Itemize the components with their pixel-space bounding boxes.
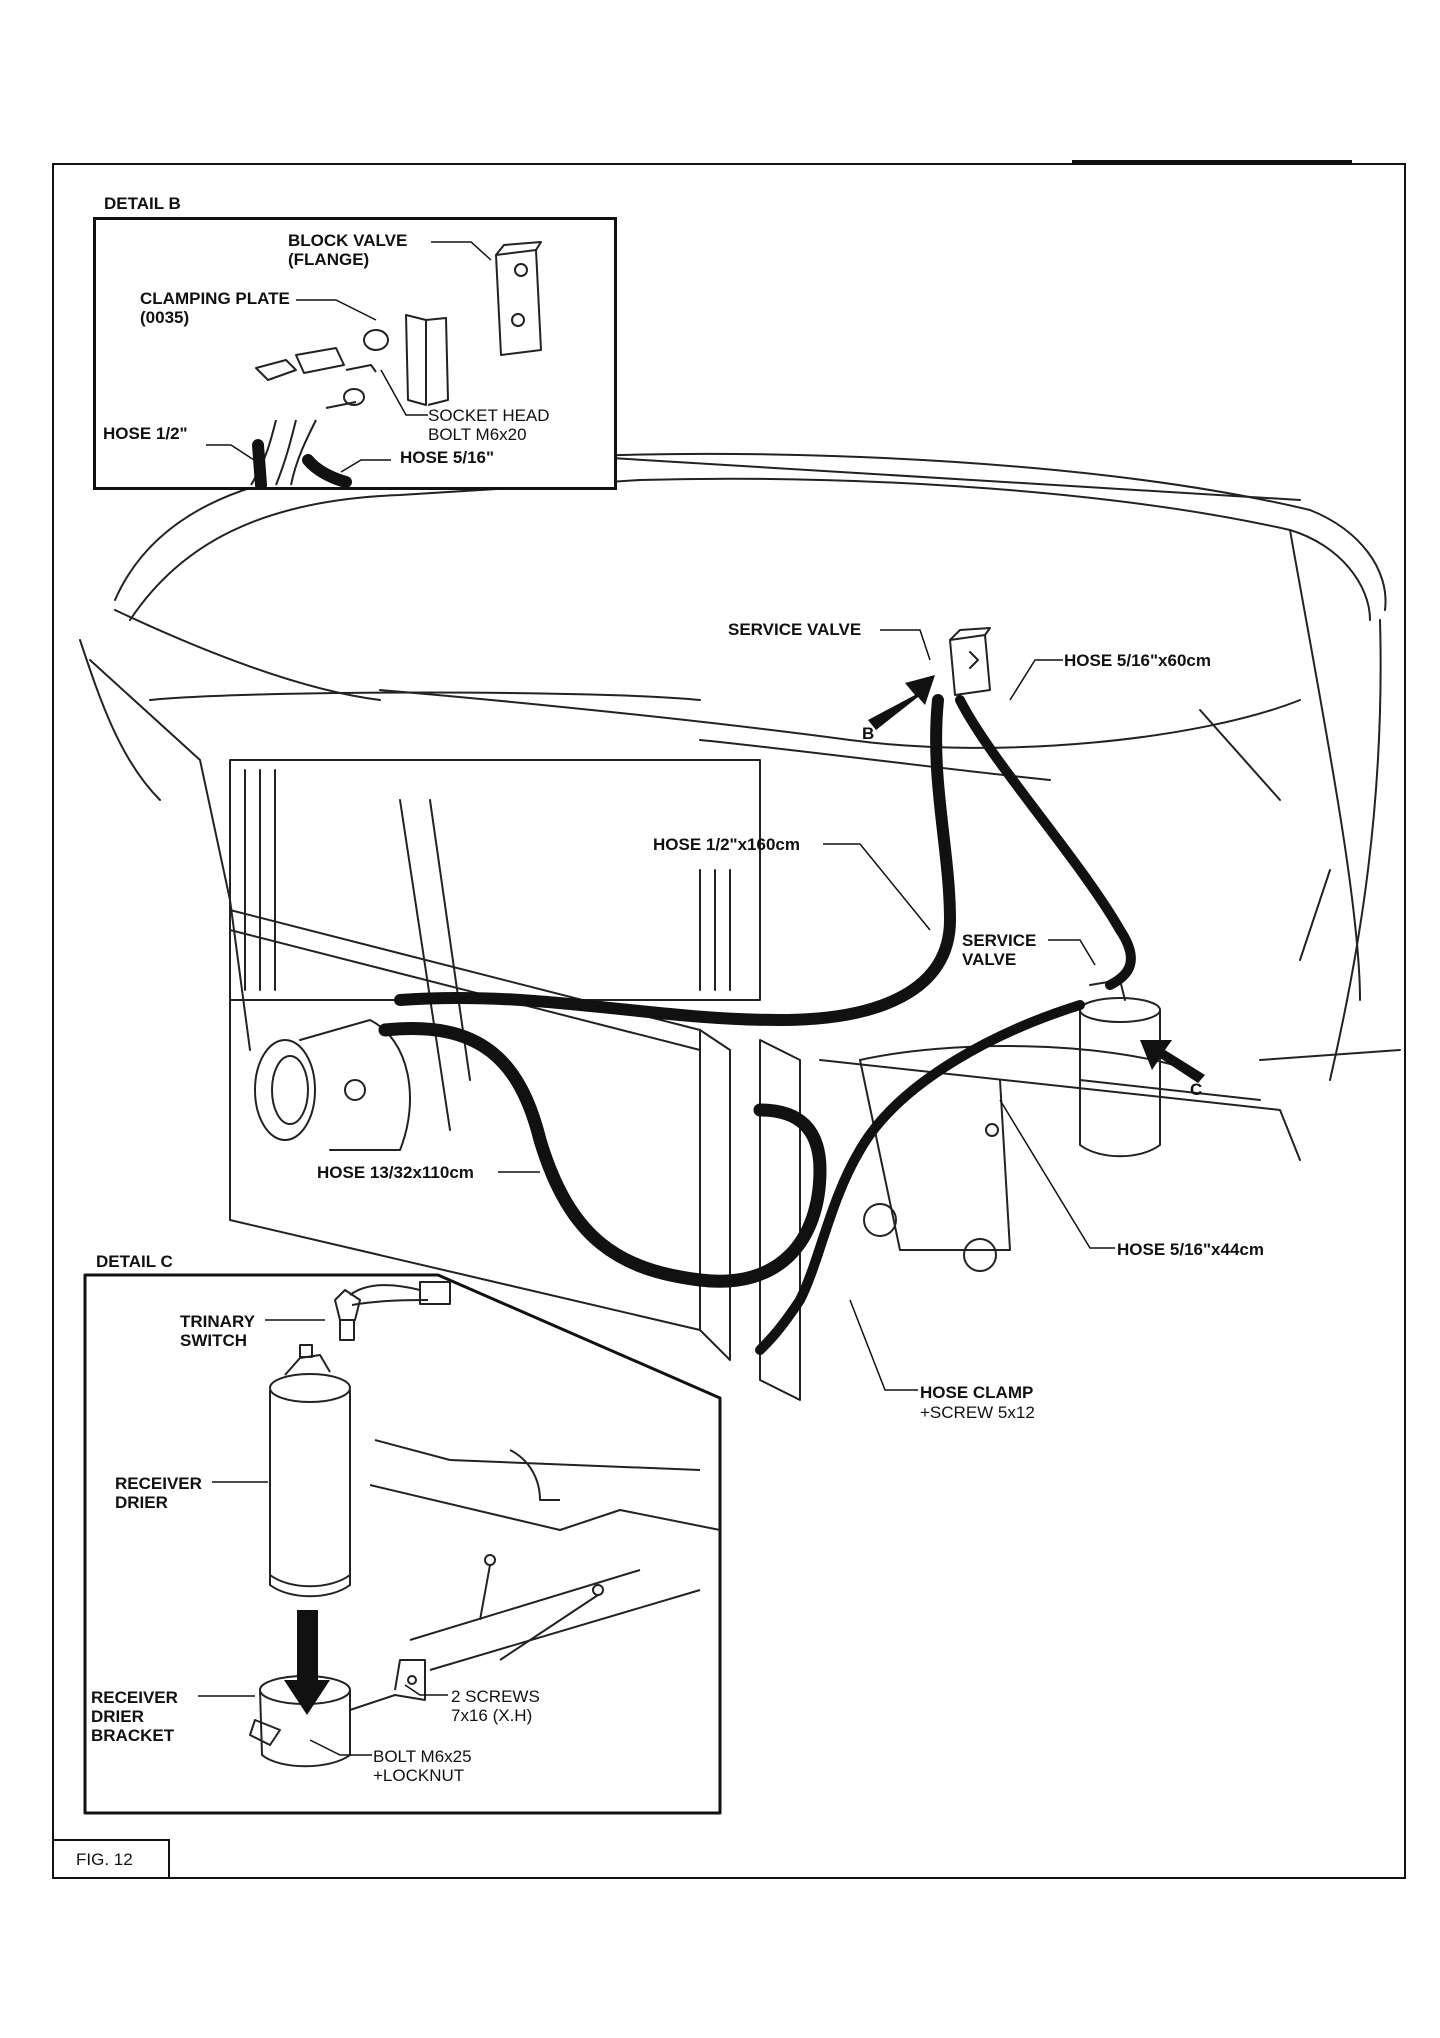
figure-label-box (52, 1839, 170, 1879)
label-hose-5-16-60: HOSE 5/16"x60cm (1064, 651, 1211, 670)
label-hose-5-16: HOSE 5/16" (400, 448, 495, 467)
block-valve-main (949, 627, 991, 696)
hose-5-16-44 (755, 1000, 1085, 1355)
label-arrow-b: B (862, 724, 875, 743)
hose-5-16-60 (955, 695, 1136, 990)
label-hose-half-160: HOSE 1/2"x160cm (653, 835, 800, 854)
compressor (254, 1019, 411, 1151)
label-screw-5x12: +SCREW 5x12 (920, 1403, 1035, 1422)
label-hose-5-16-44: HOSE 5/16"x44cm (1117, 1240, 1264, 1259)
hood-outline (114, 452, 1387, 611)
label-trinary-switch: TRINARY SWITCH (180, 1312, 255, 1350)
detail-b-box (93, 217, 617, 490)
label-service-valve-right: SERVICE VALVE (962, 931, 1037, 969)
label-service-valve-top: SERVICE VALVE (728, 620, 862, 639)
label-block-valve: BLOCK VALVE (FLANGE) (288, 231, 408, 269)
receiver-drier-detail (269, 1344, 351, 1598)
label-clamping-plate: CLAMPING PLATE (0035) (140, 289, 290, 327)
label-bolt: BOLT M6x25 +LOCKNUT (373, 1747, 472, 1785)
hose-half-160 (394, 694, 956, 1026)
frame-notch (1072, 160, 1352, 163)
block-valve (495, 249, 542, 356)
arrow-b-shape (868, 675, 935, 730)
label-socket-head-bolt: SOCKET HEAD BOLT M6x20 (428, 406, 550, 444)
label-receiver-drier: RECEIVER DRIER (115, 1474, 202, 1512)
arrow-c-shape (1140, 1040, 1205, 1083)
label-hose-clamp: HOSE CLAMP (920, 1383, 1034, 1402)
label-screws: 2 SCREWS 7x16 (X.H) (451, 1687, 540, 1725)
label-arrow-c: C (1190, 1080, 1203, 1099)
label-hose-half: HOSE 1/2" (103, 424, 188, 443)
figure-frame (52, 163, 1406, 1879)
clamping-plate (405, 314, 427, 406)
down-arrow (284, 1610, 330, 1715)
hose-13-32-110 (378, 1022, 827, 1288)
figure-label: FIG. 12 (76, 1850, 133, 1869)
detail-c-title: DETAIL C (96, 1252, 173, 1271)
detail-b-title: DETAIL B (104, 194, 181, 213)
trinary-switch (334, 1281, 451, 1341)
label-receiver-drier-bracket: RECEIVER DRIER BRACKET (91, 1688, 178, 1745)
label-hose-13-32-110: HOSE 13/32x110cm (317, 1163, 474, 1182)
detail-b-drawing (206, 241, 542, 487)
